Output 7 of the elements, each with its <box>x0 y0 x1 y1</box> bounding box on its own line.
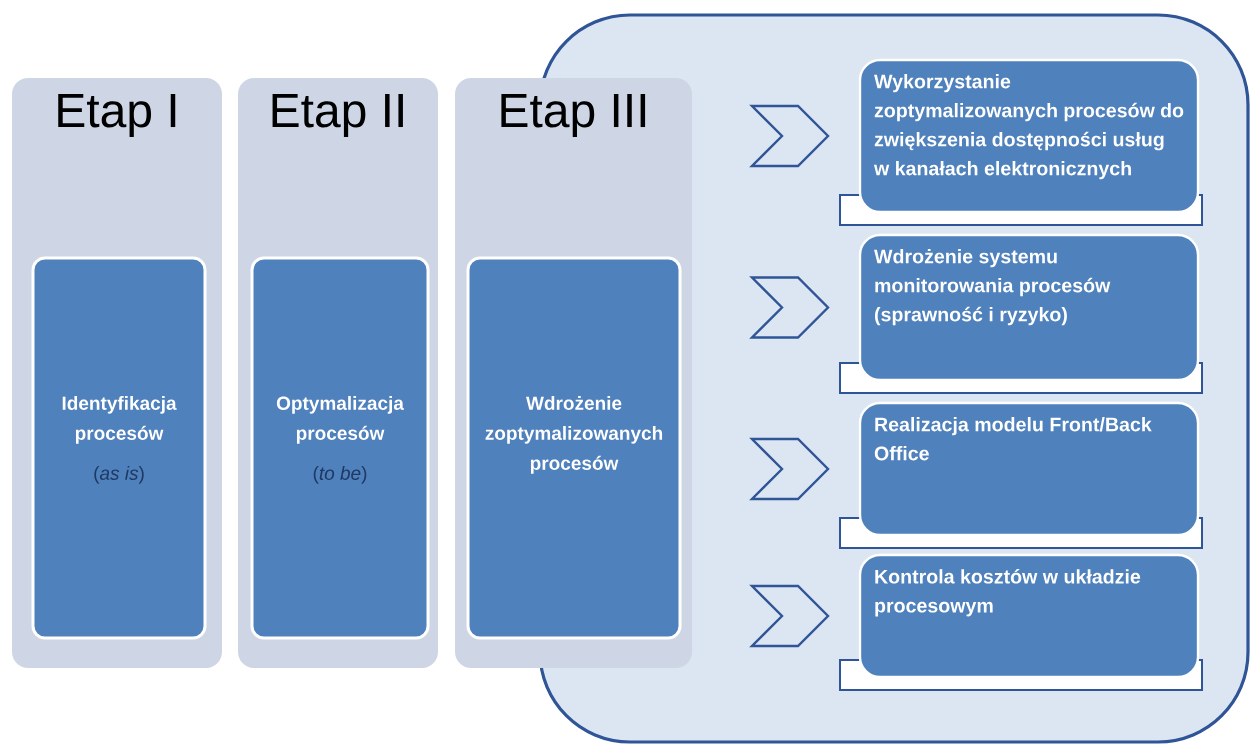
process-box: Optymalizacja procesów (to be) <box>250 256 430 640</box>
process-box: Wdrożenie zoptymalizowanych procesów <box>466 256 682 640</box>
process-box: Realizacja modelu Front/Back Office <box>839 401 1203 549</box>
process-box: Kontrola kosztów w układzie procesowym <box>839 553 1203 691</box>
process-box: Wykorzystanie zoptymalizowanych procesów do zwiększenia dostępności usług w kanałach elektronicznych <box>839 58 1203 226</box>
process-box: Identyfikacja procesów (as is) <box>31 256 207 640</box>
process-box: Wdrożenie systemu monitorowania procesów (sprawność i ryzyko) <box>839 233 1203 394</box>
